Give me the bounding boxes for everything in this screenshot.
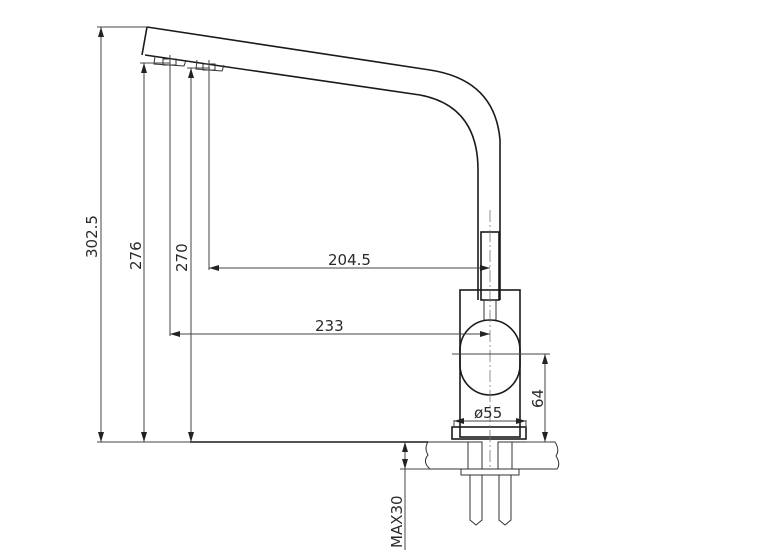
dim-total-height: 302.5 <box>83 215 101 258</box>
dim-outlet-height-1: 276 <box>127 241 145 270</box>
dimension-lines <box>97 26 550 550</box>
dim-outlet-height-2: 270 <box>173 243 191 272</box>
mounting-hardware <box>460 441 520 526</box>
dim-base-diameter: ø55 <box>474 404 502 422</box>
dim-reach-2: 233 <box>315 317 344 335</box>
dim-body-height: 64 <box>529 389 547 408</box>
countertop <box>190 441 560 470</box>
dim-max-counter-thickness: MAX30 <box>388 495 406 548</box>
dim-reach-1: 204.5 <box>328 251 371 269</box>
